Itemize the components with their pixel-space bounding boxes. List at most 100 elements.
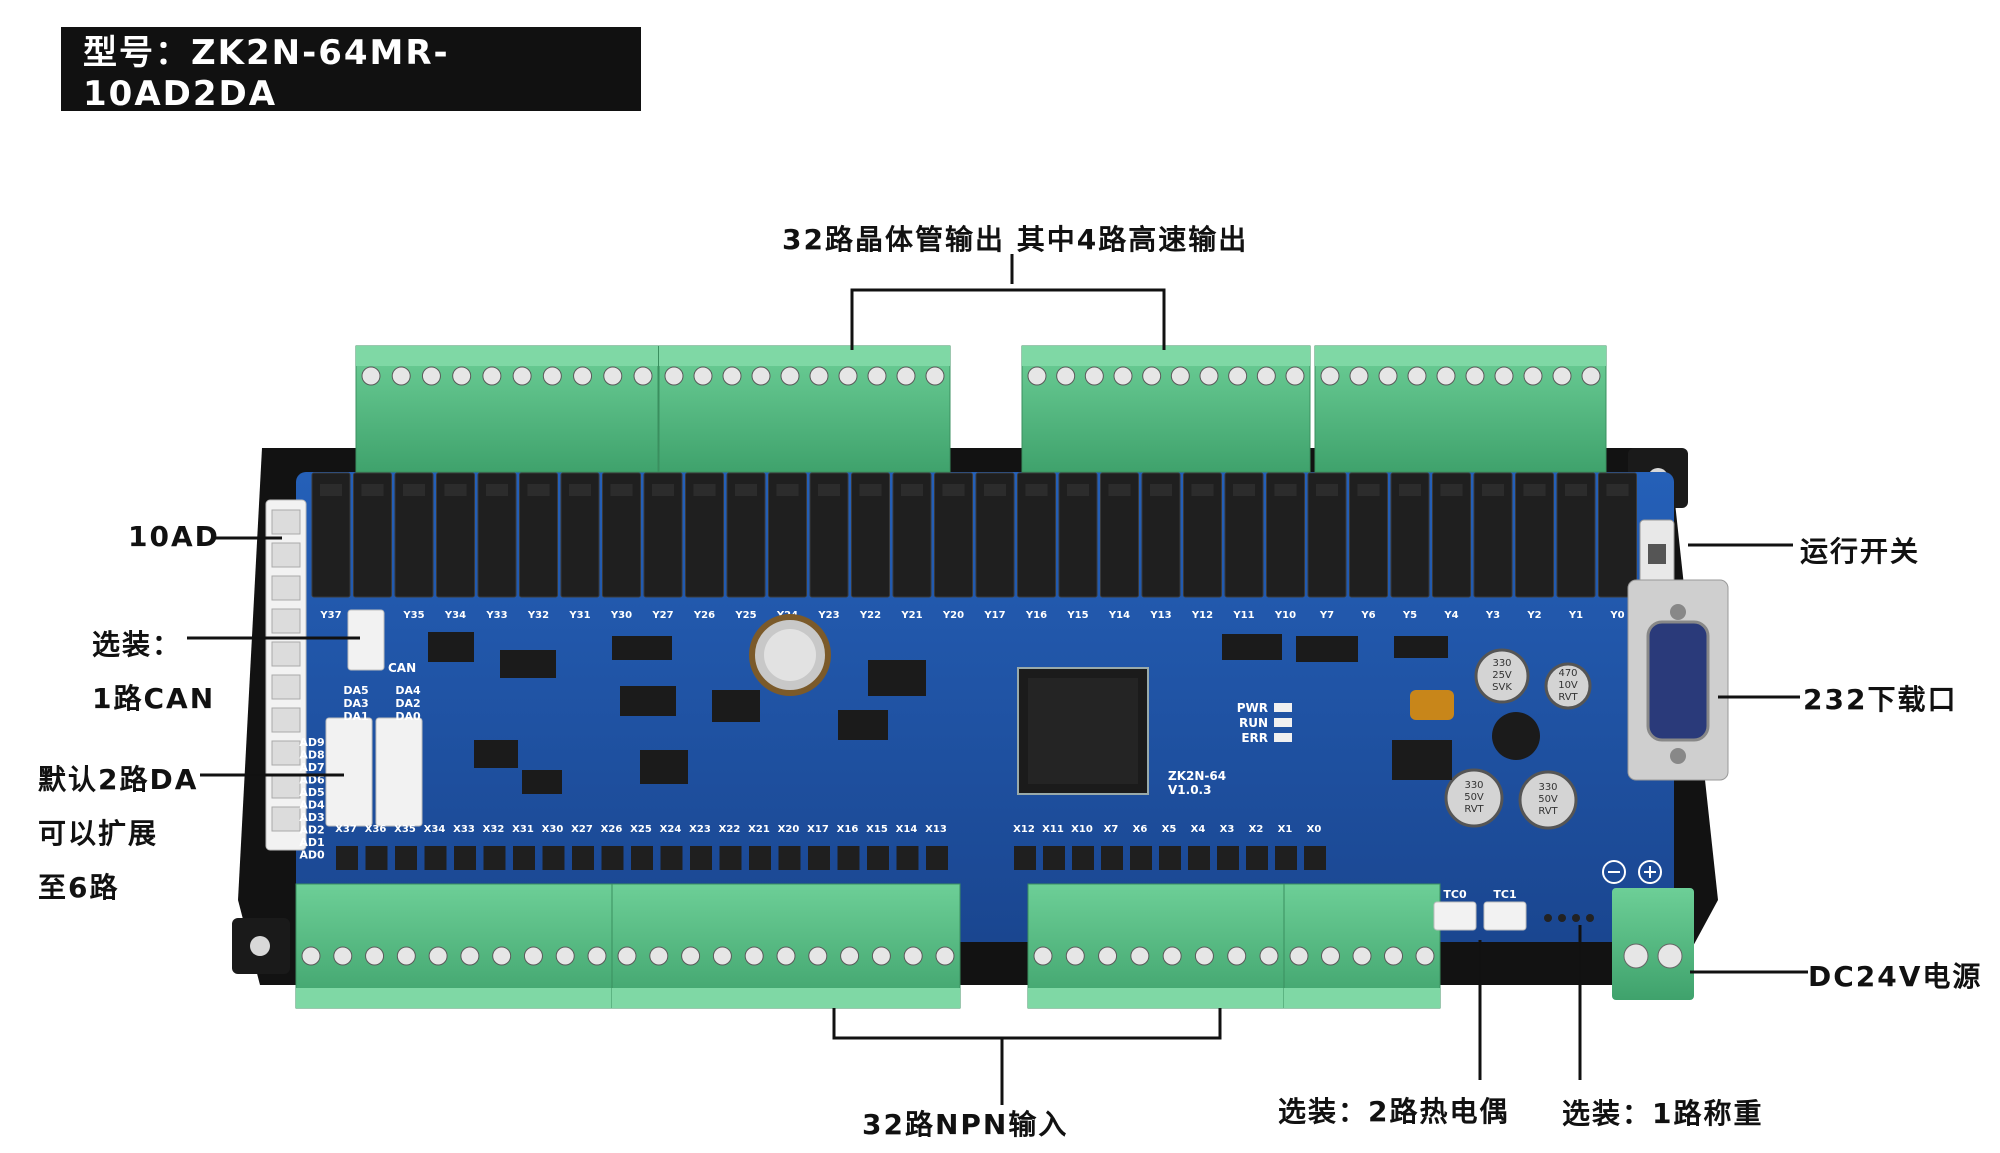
capacitor-label: 330: [1492, 658, 1511, 669]
status-led: [1274, 733, 1292, 742]
tc-label: TC0: [1443, 888, 1467, 901]
terminal-screw: [1065, 946, 1085, 966]
optocoupler: [1014, 846, 1036, 870]
capacitor: [1444, 768, 1504, 828]
inductor: [1492, 712, 1540, 760]
terminal-screw: [365, 946, 385, 966]
da-label: DA3: [343, 697, 368, 710]
capacitor: [1518, 770, 1578, 830]
terminal-screw: [542, 366, 562, 386]
optocoupler: [1304, 846, 1326, 870]
ad-label: AD9: [299, 736, 324, 749]
relay: [1224, 472, 1264, 598]
terminal-screw: [1084, 366, 1104, 386]
terminal-screw: [1523, 366, 1543, 386]
relay: [1349, 472, 1388, 598]
terminal-screw: [1227, 946, 1247, 966]
terminal-screw: [523, 946, 543, 966]
input-label: X1: [1278, 824, 1293, 835]
output-label: Y7: [1319, 610, 1334, 621]
output-label: Y22: [859, 610, 881, 621]
optocoupler: [483, 846, 506, 870]
relay: [768, 472, 807, 598]
relay: [643, 472, 683, 598]
optocoupler: [1275, 846, 1297, 870]
relay: [1058, 472, 1098, 598]
terminal-screw: [492, 946, 512, 966]
output-label: Y10: [1274, 610, 1296, 621]
optocoupler: [454, 846, 476, 870]
output-label: Y32: [527, 610, 549, 621]
relay: [1017, 472, 1056, 598]
weigh-pads: [1544, 914, 1594, 922]
terminal-screw: [361, 366, 381, 386]
terminal-screw: [1407, 366, 1427, 386]
relay: [809, 472, 849, 598]
label-da-line2: 可以扩展: [38, 817, 159, 850]
output-terminal-blocks: [355, 345, 1607, 473]
output-label: Y37: [319, 610, 341, 621]
input-label: X12: [1013, 824, 1035, 835]
terminal-screw: [809, 366, 829, 386]
terminal-screw: [1378, 366, 1398, 386]
capacitor-label: 470: [1558, 668, 1577, 679]
relay: [685, 472, 724, 598]
label-rs232: 232下载口: [1803, 683, 1958, 716]
input-label: X2: [1249, 824, 1264, 835]
optocoupler: [1188, 846, 1210, 870]
relay: [726, 472, 766, 598]
output-label: Y33: [485, 610, 507, 621]
terminal-screw: [1465, 366, 1485, 386]
terminal-screw: [780, 366, 800, 386]
terminal-screw: [776, 946, 796, 966]
da-label: DA4: [395, 684, 421, 697]
input-label: X17: [807, 824, 829, 835]
input-label: X7: [1104, 824, 1119, 835]
callout-lines: [187, 254, 1808, 1105]
ad-label: AD3: [299, 811, 324, 824]
output-label: Y5: [1402, 610, 1417, 621]
terminal-screw: [1130, 946, 1150, 966]
label-da-line1: 默认2路DA: [38, 763, 199, 796]
terminal-screw: [1349, 366, 1369, 386]
optocoupler: [660, 846, 683, 870]
terminal-screw: [838, 366, 858, 386]
terminal-screw: [1581, 366, 1601, 386]
terminal-screw: [460, 946, 480, 966]
optocoupler: [395, 846, 417, 870]
output-label: Y11: [1232, 610, 1254, 621]
relay: [519, 472, 558, 598]
input-label: X31: [512, 824, 534, 835]
relay: [311, 472, 351, 598]
optocoupler: [1043, 846, 1065, 870]
relay: [1598, 472, 1637, 598]
rs232-db9-port[interactable]: [1627, 579, 1729, 781]
terminal-screw: [1321, 946, 1340, 966]
terminal-screw: [482, 366, 502, 386]
board-model-text: ZK2N-64: [1168, 769, 1226, 783]
relay: [602, 472, 641, 598]
terminal-screw: [808, 946, 828, 966]
relay: [1183, 472, 1222, 598]
input-label: X36: [365, 824, 387, 835]
terminal-screw: [712, 946, 732, 966]
input-label: X10: [1071, 824, 1093, 835]
capacitor-label: 50V: [1538, 794, 1558, 805]
terminal-screw: [649, 946, 669, 966]
terminal-screw: [744, 946, 764, 966]
ad-label: AD6: [299, 774, 325, 787]
terminal-screw: [1228, 366, 1248, 386]
output-label: Y26: [693, 610, 715, 621]
terminal-screw: [1056, 366, 1076, 386]
optocoupler: [1217, 846, 1239, 870]
terminal-screw: [391, 366, 411, 386]
optocoupler: [690, 846, 712, 870]
terminal-screw: [617, 946, 637, 966]
mcu-chip: [1017, 667, 1149, 795]
input-label: X14: [896, 824, 918, 835]
label-thermo: 选装：2路热电偶: [1278, 1095, 1510, 1128]
